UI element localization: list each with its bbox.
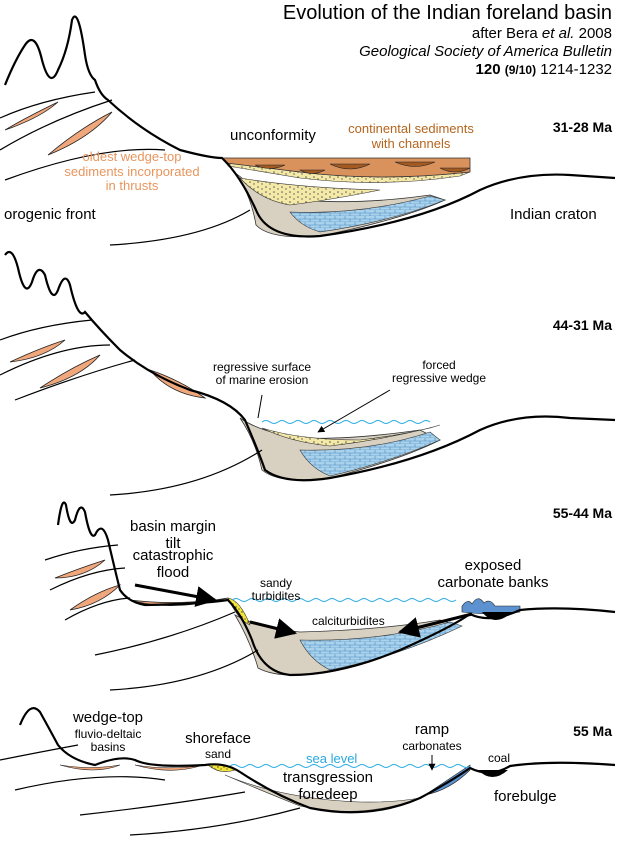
wedge-top-label: wedge-top <box>72 709 144 726</box>
age-label-31-28: 31-28 Ma <box>552 119 612 135</box>
panel-55-ma <box>0 707 616 836</box>
flow-arrows <box>134 583 473 639</box>
orogenic-front-label: orogenic front <box>4 206 96 223</box>
fluvio-deltaic-label: fluvio-deltaic basins <box>74 727 142 755</box>
carbonate-wedge <box>289 195 446 233</box>
panel-44-31-ma <box>0 250 616 496</box>
basin-profile <box>3 15 616 238</box>
pages: 1214-1232 <box>540 61 612 78</box>
unconformity-label: unconformity <box>230 127 316 144</box>
regressive-surface-label: regressive surface of marine erosion <box>212 360 312 388</box>
shoreface-label: shoreface <box>185 730 251 747</box>
forced-regressive-wedge <box>261 424 441 447</box>
carbonates-label: carbonates <box>402 739 462 753</box>
thrust-slivers <box>54 559 122 611</box>
carbonate-wedge <box>299 431 441 477</box>
water-wave <box>231 598 457 602</box>
water-wave <box>261 420 431 424</box>
thrust-slivers <box>4 101 113 156</box>
citation-prefix: after Bera <box>471 25 542 42</box>
regressive-leader-lines <box>257 389 391 433</box>
thrust-lines <box>44 544 259 691</box>
sand-label: sand <box>204 747 232 761</box>
citation-etal: et al. <box>541 25 575 42</box>
thrust-slivers <box>9 339 207 399</box>
basin-profile <box>18 707 616 814</box>
age-label-44-31: 44-31 Ma <box>552 317 612 333</box>
issue: (9/10) <box>504 63 537 77</box>
diagram-title: Evolution of the Indian foreland basin <box>282 2 612 24</box>
transgression-foredeep-label: transgression foredeep <box>282 769 374 803</box>
ramp-label: ramp <box>414 721 450 738</box>
citation-year: 2008 <box>574 25 612 42</box>
volume: 120 <box>475 61 501 78</box>
thrust-lines <box>0 319 263 496</box>
panel-55-44-ma <box>44 501 616 691</box>
carbonate-wedge <box>299 621 463 671</box>
age-label-55-44: 55-44 Ma <box>552 505 612 521</box>
exposed-carbonate-banks-label: exposed carbonate banks <box>437 557 549 591</box>
indian-craton-label: Indian craton <box>510 206 597 223</box>
coal-label: coal <box>488 751 511 765</box>
thrust-lines <box>0 744 301 836</box>
forced-regressive-wedge-label: forced regressive wedge <box>391 358 487 386</box>
calciturbidites-label: calciturbidites <box>312 614 385 628</box>
wedge-top-basin <box>59 764 121 771</box>
catastrophic-flood-label: catastrophic flood <box>132 547 214 581</box>
thrust-lines <box>0 91 251 246</box>
sand-wedge-lower <box>239 177 381 206</box>
continental-sediments-label: continental sediments with channels <box>348 121 474 151</box>
channel-lenses <box>254 161 471 174</box>
age-label-55: 55 Ma <box>573 723 612 739</box>
basin-margin-tilt-label: basin margin tilt <box>130 518 216 552</box>
basin-profile <box>56 501 616 677</box>
journal-reference: 120 (9/10) 1214-1232 <box>475 61 612 79</box>
sandy-turbidites-label: sandy turbidites <box>251 576 301 604</box>
oldest-wedge-top-label: oldest wedge-top sediments incorporated … <box>64 149 200 194</box>
basin-profile <box>4 250 616 482</box>
citation: after Bera et al. 2008 <box>471 25 612 43</box>
panel-31-28-ma <box>0 15 616 246</box>
journal-name: Geological Society of America Bulletin <box>359 43 612 60</box>
forebulge-label: forebulge <box>494 788 557 805</box>
sea-level-label: sea level <box>306 751 358 766</box>
exposed-carbonate-bank <box>461 598 521 615</box>
